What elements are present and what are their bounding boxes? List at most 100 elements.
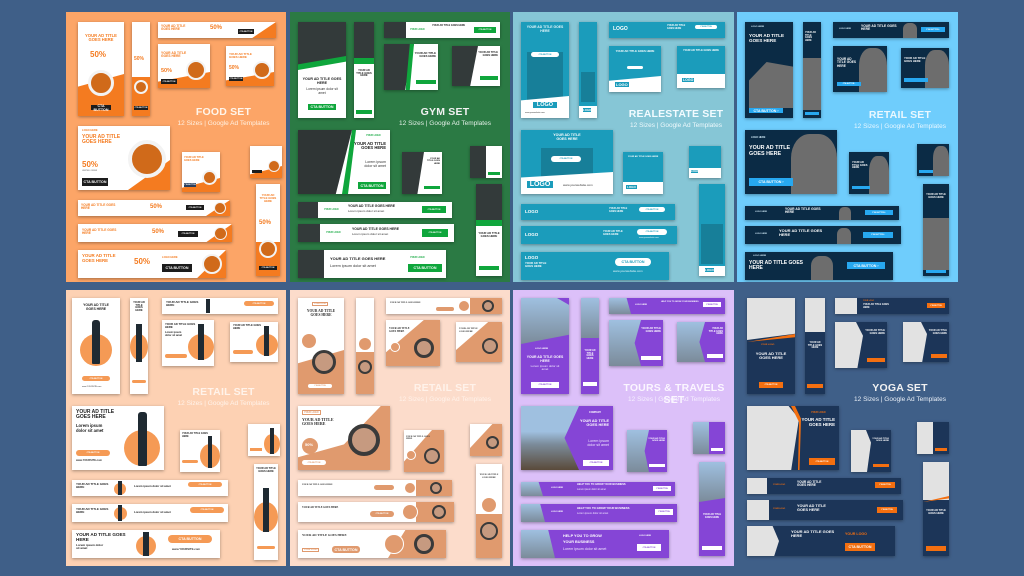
cta-button[interactable] [926, 270, 946, 273]
cta-button[interactable]: CTA BUTTON [238, 29, 254, 34]
camera-ad-leaderboard-2[interactable]: LOGO HERE YOUR AD TITLE GOES HERE CTA BU… [745, 226, 901, 244]
cta-button[interactable]: CTA BUTTON [408, 264, 442, 272]
camera-ad-leaderboard-1[interactable]: LOGO HERE YOUR AD TITLE GOES HERE CTA BU… [745, 206, 899, 220]
watch-ad-banner-top[interactable]: YOUR AD TITLE GOES HERE [386, 298, 502, 314]
cta-button[interactable]: CTA BUTTON [186, 205, 204, 210]
cta-button[interactable]: CTA BUTTON [703, 302, 721, 307]
cta-button[interactable]: CTA BUTTON [531, 382, 559, 388]
cta-button[interactable]: CTA BUTTON [161, 79, 177, 84]
cta-button[interactable] [931, 354, 947, 358]
cta-button[interactable] [919, 170, 933, 173]
food-ad-skyscraper[interactable]: YOUR AD TITLE GOES HERE 50% CTA BUTTON [78, 22, 124, 116]
gym-ad-small-square-2[interactable] [470, 146, 502, 178]
food-ad-small-square-2[interactable] [250, 146, 282, 178]
camera-ad-narrow[interactable]: YOUR AD TITLE GOES HERE [803, 22, 821, 118]
cta-button[interactable] [480, 76, 498, 80]
tours-ad-large-rect[interactable]: COMPANY YOUR AD TITLE GOES HERE Lorem ip… [521, 406, 613, 470]
cta-button[interactable]: CTA BUTTON [162, 264, 192, 272]
watch-ad-narrow[interactable] [356, 298, 374, 394]
cta-button[interactable] [165, 354, 187, 358]
watch-ad-medium-rect[interactable]: YOUR AD TITLE GOES HERE [386, 320, 440, 366]
wine-ad-small-square[interactable]: YOUR AD TITLE GOES HERE [180, 430, 220, 472]
cta-button[interactable]: CTA BUTTON [229, 77, 243, 81]
cta-button[interactable] [805, 112, 819, 115]
cta-button[interactable]: CTA BUTTON [637, 229, 667, 235]
cta-button[interactable]: CTA BUTTON [244, 301, 274, 306]
tours-ad-small-square-2[interactable] [693, 422, 725, 454]
cta-button[interactable]: CTA BUTTON [759, 382, 783, 388]
food-ad-small-square[interactable]: YOUR AD TITLE GOES HERE CTA BUTTON [182, 152, 220, 192]
cta-button[interactable]: CTA BUTTON [332, 546, 360, 553]
cta-button[interactable]: CTA BUTTON [653, 486, 671, 491]
cta-button[interactable]: CTA BUTTON [531, 52, 559, 57]
cta-button[interactable]: CTA BUTTON › [865, 210, 893, 215]
realestate-ad-small-square-2[interactable]: LOGO [689, 146, 721, 178]
cta-button[interactable]: CTA BUTTON [82, 178, 108, 186]
cta-button[interactable]: CTA BUTTON [188, 482, 222, 487]
cta-button[interactable]: CTA BUTTON [655, 509, 673, 515]
cta-button[interactable]: CTA BUTTON [82, 376, 110, 381]
cta-button[interactable] [583, 382, 597, 386]
watch-ad-small-square[interactable]: YOUR AD TITLE GOES HERE [404, 430, 444, 472]
gym-ad-medium-rect[interactable]: YOUR AD TITLE GOES HERE [384, 44, 438, 90]
cta-button[interactable]: CTA BUTTON [302, 460, 326, 465]
camera-ad-small-square[interactable]: YOUR AD TITLE GOES HERE [849, 152, 889, 194]
watch-ad-leaderboard-1[interactable]: YOUR AD TITLE GOES HERE [298, 480, 452, 496]
cta-button[interactable]: CTA BUTTON [877, 507, 897, 513]
cta-button[interactable] [904, 78, 928, 82]
cta-button[interactable] [873, 464, 889, 467]
gym-ad-square[interactable]: YOUR AD TITLE GOES HERE [452, 46, 500, 86]
food-ad-square[interactable]: YOUR AD TITLE GOES HERE 50% CTA BUTTON [226, 46, 274, 86]
cta-button[interactable] [424, 186, 440, 189]
food-ad-leaderboard-3[interactable]: YOUR AD TITLE GOES HERE 50% LOGO HERE CT… [78, 250, 226, 278]
realestate-ad-half-page[interactable]: LOGO [699, 184, 725, 276]
cta-button[interactable]: CTA BUTTON [583, 460, 609, 466]
wine-ad-medium-rect[interactable]: YOUR AD TITLE GOES HERE Lorem ipsum dolo… [162, 320, 214, 366]
wine-ad-leaderboard-1[interactable]: YOUR AD TITLE GOES HERE Lorem ipsum dolo… [72, 480, 228, 496]
cta-button[interactable]: CTA BUTTON [551, 156, 581, 162]
cta-button[interactable]: CTA BUTTON [695, 25, 717, 29]
cta-button[interactable]: CTA BUTTON › [749, 108, 783, 113]
tours-ad-banner-top[interactable]: LOGO HERE HELP YOU TO GROW YOUR BUSINESS… [609, 298, 725, 314]
food-ad-leaderboard-1[interactable]: YOUR AD TITLE GOES HERE 50% CTA BUTTON [78, 200, 230, 216]
wine-ad-leaderboard-3[interactable]: YOUR AD TITLE GOES HERE Lorem ipsum dolo… [72, 530, 220, 558]
camera-ad-small-square-2[interactable] [917, 144, 949, 176]
gym-ad-large-rect[interactable]: YOUR LOGO YOUR AD TITLE GOES HERE Lorem … [298, 130, 390, 194]
cta-button[interactable] [479, 266, 499, 270]
cta-button[interactable] [374, 485, 394, 490]
cta-button[interactable]: CTA BUTTON › [749, 178, 793, 186]
cta-button[interactable] [356, 110, 372, 114]
tours-ad-leaderboard-2[interactable]: LOGO HERE HELP YOU TO GROW YOUR BUSINESS… [521, 504, 677, 522]
gym-ad-skyscraper[interactable]: YOUR AD TITLE GOES HERE Lorem ipsum dolo… [298, 22, 346, 118]
food-ad-half-page[interactable]: YOUR AD TITLE GOES HERE 50% CTA BUTTON [256, 184, 280, 276]
realestate-ad-leaderboard-2[interactable]: LOGO YOUR AD TITLE GOES HERE CTA BUTTON … [521, 226, 677, 244]
gym-ad-narrow[interactable]: YOUR AD TITLE GOES HERE [354, 22, 374, 118]
cta-button[interactable]: CTA BUTTON [190, 507, 224, 513]
gym-ad-half-page[interactable]: YOUR AD TITLE GOES HERE [476, 184, 502, 276]
cta-button[interactable] [182, 460, 198, 463]
cta-button[interactable] [852, 186, 870, 189]
yoga-ad-leaderboard-3[interactable]: YOUR AD TITLE GOES HERE YOUR LOGO CTA BU… [747, 526, 895, 556]
yoga-ad-half-page[interactable]: YOUR AD TITLE GOES HERE [923, 462, 949, 556]
wine-ad-small-square-2[interactable] [248, 424, 280, 456]
cta-button[interactable] [252, 170, 262, 173]
watch-ad-small-square-2[interactable] [470, 424, 502, 456]
cta-button[interactable] [641, 356, 661, 360]
cta-button[interactable]: CTA BUTTON [76, 450, 110, 456]
gym-ad-leaderboard-2[interactable]: YOUR LOGO YOUR AD TITLE GOES HERE Lorem … [298, 224, 454, 242]
realestate-ad-skyscraper[interactable]: YOUR AD TITLE GOES HERE CTA BUTTON LOGO … [521, 22, 569, 118]
watch-ad-skyscraper[interactable]: YOUR LOGO YOUR AD TITLE GOES HERE CTA BU… [298, 298, 344, 394]
yoga-ad-narrow[interactable]: YOUR AD TITLE GOES HERE [805, 298, 825, 394]
wine-ad-banner-top[interactable]: YOUR AD TITLE GOES HERE CTA BUTTON [162, 298, 278, 314]
cta-button[interactable]: CTA BUTTON [91, 104, 111, 112]
cta-button[interactable] [926, 546, 946, 551]
cta-button[interactable]: CTA BUTTON [474, 27, 496, 33]
cta-button[interactable] [627, 66, 643, 69]
tours-ad-half-page[interactable]: YOUR AD TITLE GOES HERE [699, 462, 725, 556]
cta-button[interactable]: CTA BUTTON [422, 206, 446, 213]
camera-ad-skyscraper[interactable]: LOGO HERE YOUR AD TITLE GOES HERE CTA BU… [745, 22, 793, 118]
food-ad-large-rect[interactable]: LOGO HERE YOUR AD TITLE GOES HERE 50% LI… [78, 126, 170, 190]
cta-button[interactable] [807, 384, 823, 388]
cta-button[interactable]: CTA BUTTON [134, 106, 148, 110]
realestate-ad-medium-rect[interactable]: YOUR AD TITLE GOES HERE LOGO [609, 46, 661, 92]
